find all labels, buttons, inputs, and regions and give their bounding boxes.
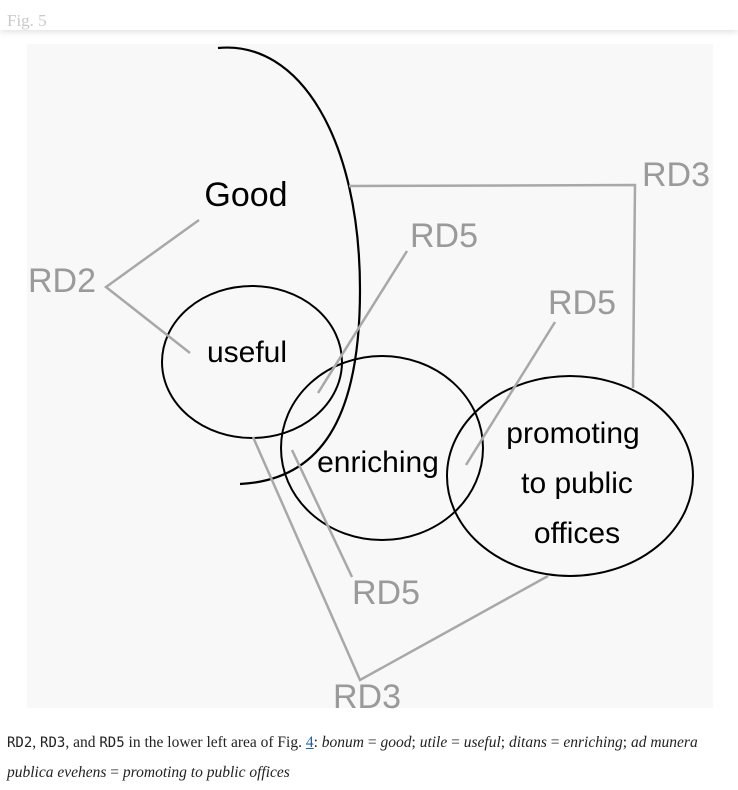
label-rd5-right: RD5: [548, 284, 616, 322]
caption-term: ad munera publica evehens: [7, 734, 698, 781]
label-rd3-top: RD3: [642, 156, 710, 194]
caption-text: ;: [411, 734, 420, 751]
caption-rd5: RD5: [99, 735, 125, 751]
figure-background: [27, 44, 713, 708]
caption-text: ;: [622, 734, 631, 751]
node-promoting-line3: offices: [534, 517, 620, 550]
node-useful: useful: [207, 336, 287, 369]
useful-ellipse: [161, 285, 343, 439]
caption-sep: , and: [65, 734, 100, 751]
caption-term: promoting to public offices: [122, 764, 290, 781]
caption-term: bonum: [321, 734, 364, 751]
figure-label: Fig. 5: [7, 11, 47, 30]
rd5-right-connector: [464, 321, 557, 466]
node-promoting-line2: to public: [521, 467, 633, 500]
caption-term: good: [380, 734, 412, 751]
caption-text: =: [364, 734, 381, 751]
node-good: Good: [204, 176, 287, 214]
caption-term: utile: [419, 734, 448, 751]
figure-caption: RD2, RD3, and RD5 in the lower left area…: [7, 728, 733, 787]
caption-text: =: [546, 734, 564, 751]
rd5-lower-connector: [290, 449, 354, 578]
top-bar: [0, 0, 738, 30]
label-rd2: RD2: [28, 262, 96, 300]
figure-4-link[interactable]: 4: [305, 734, 314, 751]
good-arc: [217, 46, 362, 486]
rd5-upper-connector: [316, 250, 409, 394]
caption-text: :: [313, 734, 322, 751]
caption-text: =: [447, 734, 464, 751]
rd3-bottom-connector: [251, 436, 549, 682]
label-rd5-lower: RD5: [352, 574, 420, 612]
label-rd3-bottom: RD3: [333, 678, 401, 712]
node-promoting-line1: promoting: [506, 417, 639, 450]
rd3-top-connector: [348, 183, 637, 389]
relation-diagram: Good useful enriching promoting to publi…: [28, 46, 710, 712]
enriching-ellipse: [280, 355, 484, 541]
caption-rd3: RD3: [40, 735, 66, 751]
node-enriching: enriching: [317, 446, 439, 479]
promoting-ellipse: [446, 375, 694, 577]
caption-sep: ,: [32, 734, 41, 751]
caption-text: ;: [500, 734, 509, 751]
caption-text: =: [106, 764, 123, 781]
label-rd5-upper: RD5: [410, 217, 478, 255]
caption-text: in the lower left area of Fig.: [124, 734, 306, 751]
rd2-connector: [103, 218, 200, 354]
caption-term: ditans: [508, 734, 547, 751]
caption-rd2: RD2: [7, 735, 33, 751]
caption-term: useful: [463, 734, 501, 751]
caption-term: enriching: [563, 734, 623, 751]
